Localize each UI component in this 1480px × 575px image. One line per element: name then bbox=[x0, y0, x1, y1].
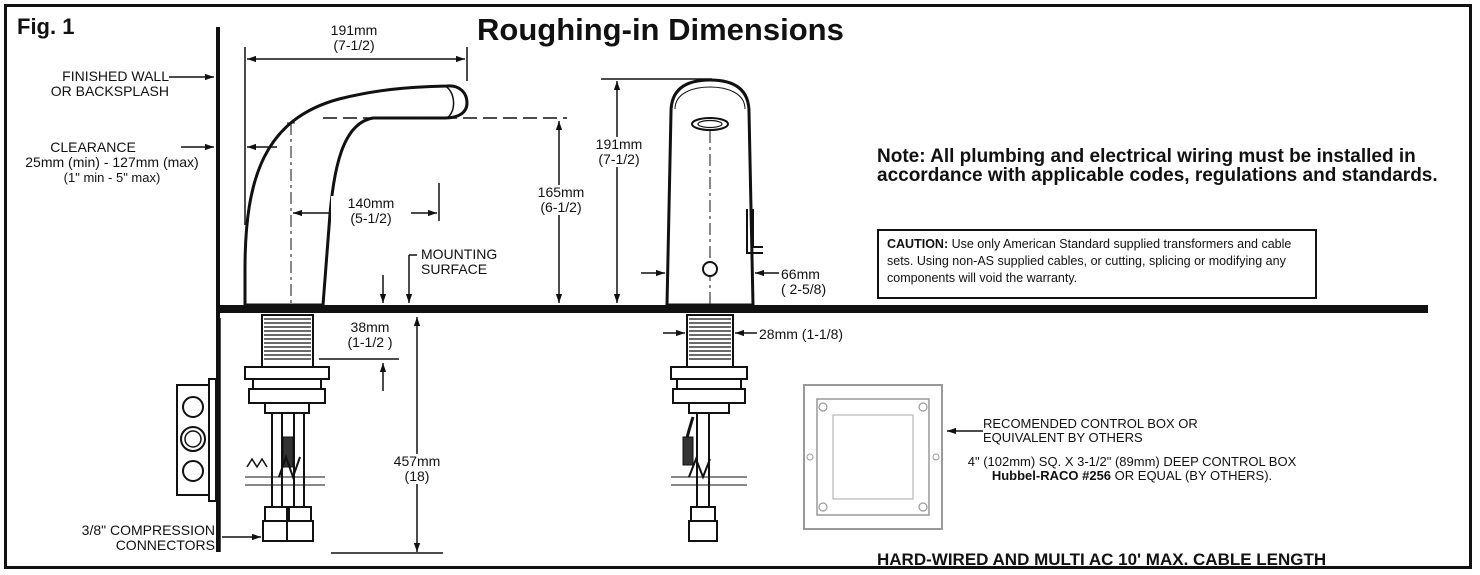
dim-deck-thickness: 38mm(1-1/2 ) bbox=[347, 319, 393, 350]
finished-wall-label: FINISHED WALL OR BACKSPLASH bbox=[50, 68, 169, 99]
wall-junction-box bbox=[176, 378, 217, 502]
dimension-lines bbox=[169, 47, 983, 554]
faucet-side-view bbox=[243, 84, 469, 542]
compression-connectors-label: 3/8" COMPRESSION CONNECTORS bbox=[81, 522, 215, 553]
faucet-front-view bbox=[665, 78, 763, 542]
caution-box: CAUTION: Use only American Standard supp… bbox=[877, 229, 1317, 299]
control-box-spec: 4" (102mm) SQ. X 3-1/2" (89mm) DEEP CONT… bbox=[967, 454, 1297, 483]
mounting-surface-label: MOUNTING SURFACE bbox=[421, 246, 498, 277]
dim-shank: 28mm (1-1/8) bbox=[759, 326, 844, 342]
dim-overall-height: 191mm(7-1/2) bbox=[581, 137, 657, 167]
note-text: Note: All plumbing and electrical wiring… bbox=[877, 146, 1438, 186]
caution-text: Use only American Standard supplied tran… bbox=[887, 237, 1292, 285]
dim-reach: 191mm(7-1/2) bbox=[299, 23, 409, 53]
dim-body-width: 66mm( 2-5/8) bbox=[781, 266, 827, 297]
control-box-brand: Hubbel-RACO #256 bbox=[991, 468, 1112, 483]
figure-frame: Fig. 1 Roughing-in Dimensions FINISHED W… bbox=[4, 4, 1472, 569]
finished-wall bbox=[216, 27, 220, 552]
footer-note: HARD-WIRED AND MULTI AC 10' MAX. CABLE L… bbox=[877, 550, 1327, 569]
clearance-label: CLEARANCE 25mm (min) - 127mm (max) (1" m… bbox=[25, 139, 199, 186]
dim-spout-height: 165mm(6-1/2) bbox=[523, 185, 599, 215]
figure-label: Fig. 1 bbox=[17, 14, 75, 39]
dim-below-deck: 457mm(18) bbox=[383, 454, 451, 484]
mounting-surface-deck bbox=[219, 305, 1428, 552]
dim-spread: 140mm(5-1/2) bbox=[331, 196, 411, 226]
control-box bbox=[803, 384, 943, 530]
roughing-in-drawing bbox=[169, 27, 1428, 554]
caution-label: CAUTION: bbox=[887, 237, 949, 251]
figure-title: Roughing-in Dimensions bbox=[477, 12, 844, 47]
